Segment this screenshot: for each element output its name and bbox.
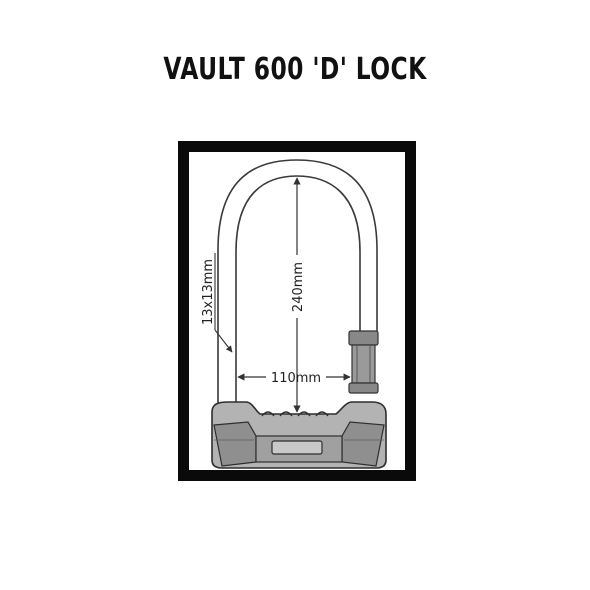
lock-body — [211, 401, 387, 469]
shackle — [217, 159, 378, 405]
height-label: 240mm — [291, 262, 306, 312]
width-label: 110mm — [271, 371, 321, 386]
height-dimension: 240mm — [291, 177, 306, 413]
crossbar-cylinder — [348, 330, 379, 394]
product-title: VAULT 600 'D' LOCK — [163, 52, 427, 87]
width-dimension: 110mm — [237, 371, 351, 386]
diameter-dimension: 13x13mm — [201, 253, 233, 353]
diameter-label: 13x13mm — [201, 259, 216, 325]
